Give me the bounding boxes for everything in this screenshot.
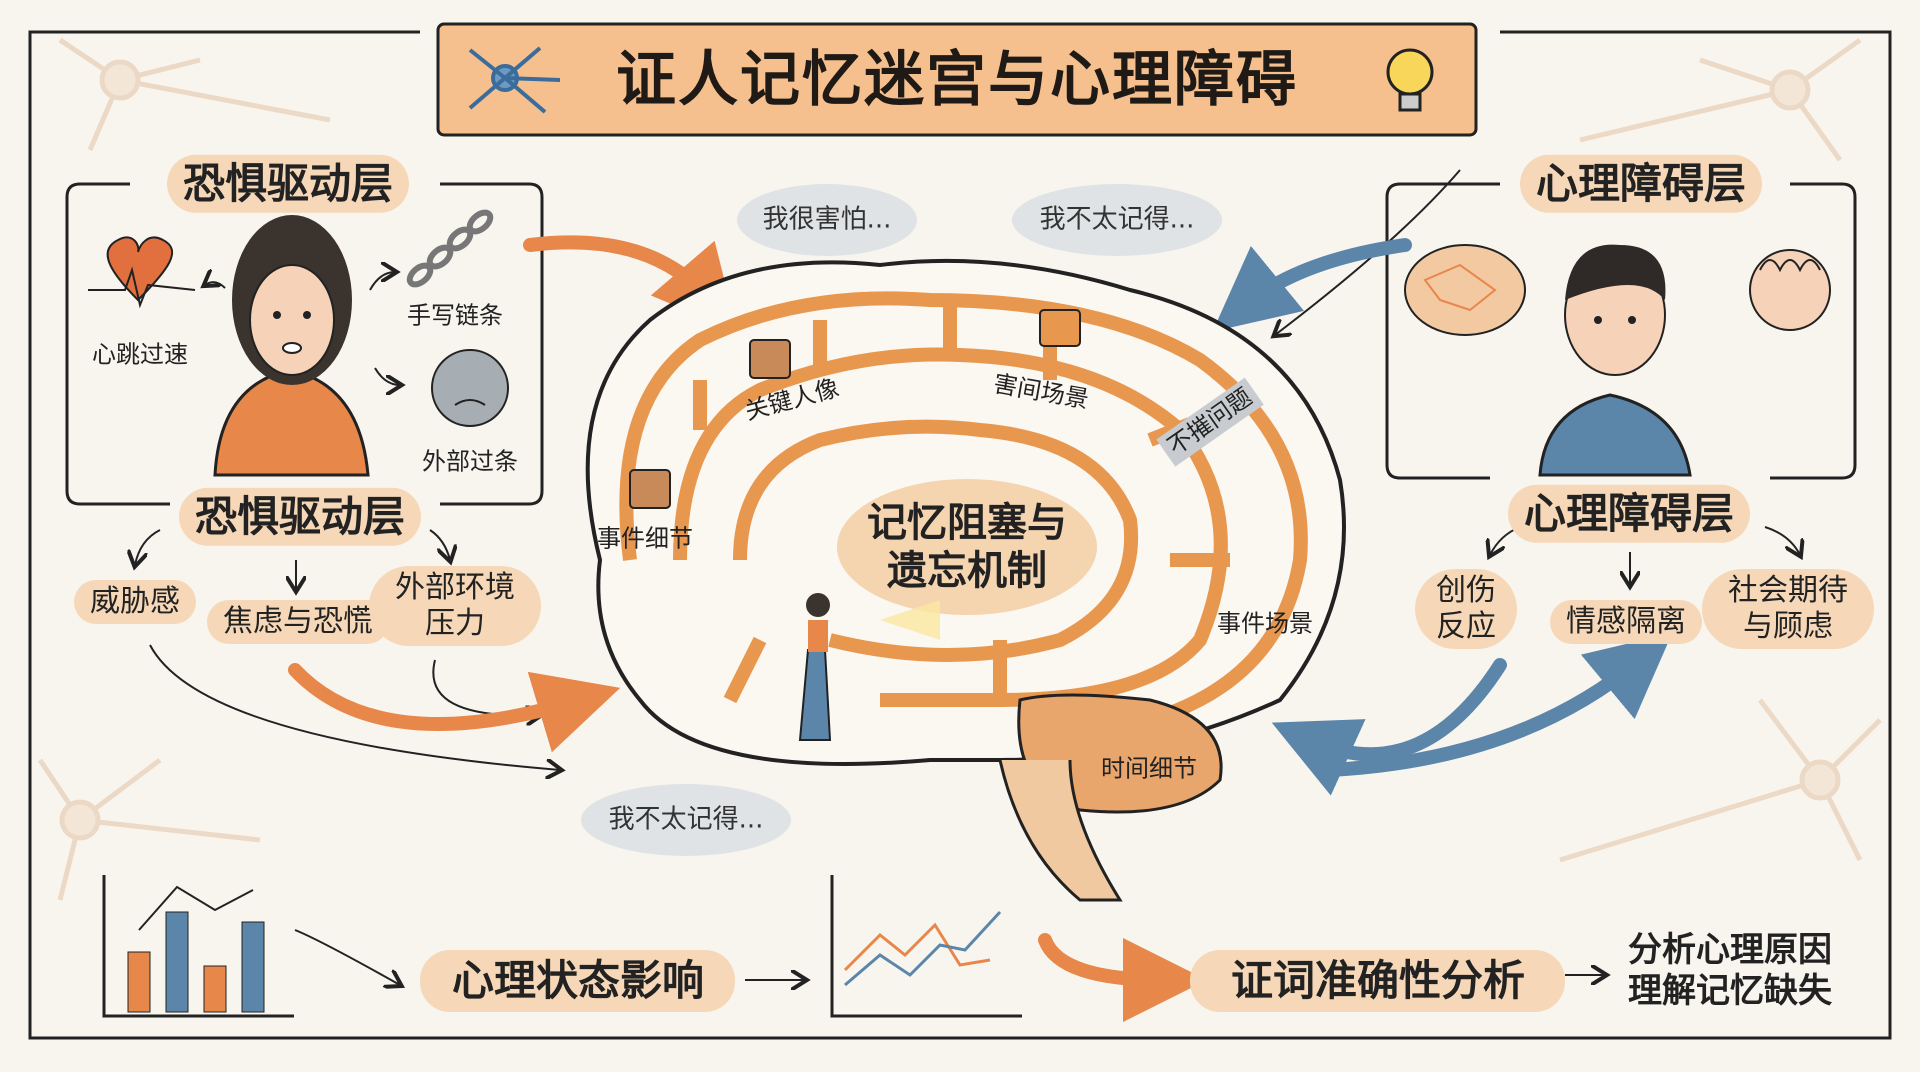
region-event-detail: 事件细节 [597, 524, 693, 553]
bar-chart-icon [102, 875, 294, 1018]
right-frame [1385, 182, 1857, 480]
frightened-woman [213, 215, 370, 477]
title-box [436, 22, 1478, 137]
thought-bubble [581, 784, 791, 856]
chain-icon [406, 209, 494, 288]
outcome-understand: 理解记忆缺失 [1628, 971, 1832, 1011]
center-label-line-1: 记忆阻塞与 [867, 500, 1067, 546]
center-label-line-2: 遗忘机制 [887, 548, 1047, 594]
outcome-labels: 分析心理原因 理解记忆缺失 [1628, 930, 1832, 1012]
puzzle-piece-icon [629, 309, 1081, 509]
factor-anxiety: 焦虑与恐慌 [207, 600, 389, 644]
line-chart-icon [830, 875, 1022, 1018]
neuron-decoration [37, 37, 1882, 901]
heart-icon [88, 236, 196, 309]
thought-bubble [1012, 184, 1222, 256]
brain-stem [998, 759, 1123, 902]
thought-afraid: 我很害怕... [762, 204, 892, 235]
lightbulb-icon [1386, 48, 1434, 112]
testimony-analysis-label: 证词准确性分析 [1230, 955, 1526, 1005]
factor-threat: 威胁感 [74, 580, 196, 624]
sad-man [1538, 244, 1692, 477]
barrier-layer-subheading: 心理障碍层 [1507, 484, 1751, 544]
factor-environment: 外部环境压力 [369, 566, 541, 646]
barrier-layer-heading: 心理障碍层 [1519, 154, 1763, 214]
brain-center-label: 记忆阻塞与 遗忘机制 [867, 499, 1067, 595]
neuron-icon [468, 46, 561, 114]
thought-bubble [737, 184, 917, 256]
left-frame [65, 182, 544, 506]
outcome-analyze: 分析心理原因 [1628, 930, 1832, 971]
factor-social: 社会期待与顾虑 [1702, 569, 1874, 649]
page-title: 证人记忆迷宫与心理障碍 [616, 45, 1298, 115]
symptom-heartbeat: 心跳过速 [92, 340, 188, 369]
confused-head-icon [1749, 249, 1831, 331]
thought-forget-1: 我不太记得... [1039, 204, 1195, 235]
region-event-scene: 事件场景 [1217, 609, 1313, 638]
region-time-detail: 时间细节 [1101, 754, 1197, 783]
fear-layer-heading: 恐惧驱动层 [166, 154, 410, 214]
brain-network-icon [1404, 244, 1526, 336]
psych-impact-label: 心理状态影响 [451, 955, 705, 1005]
factor-trauma: 创伤反应 [1415, 569, 1517, 649]
explorer-girl [798, 593, 940, 741]
sad-face-icon [431, 349, 509, 427]
outer-frame [28, 30, 1892, 1040]
thought-forget-2: 我不太记得... [608, 804, 764, 835]
brain-maze [585, 258, 1346, 902]
symptom-chain: 手写链条 [407, 301, 503, 330]
symptom-external: 外部过条 [422, 447, 518, 476]
fear-layer-subheading: 恐惧驱动层 [178, 487, 422, 547]
factor-detachment: 情感隔离 [1550, 600, 1702, 644]
center-blob [837, 479, 1097, 615]
